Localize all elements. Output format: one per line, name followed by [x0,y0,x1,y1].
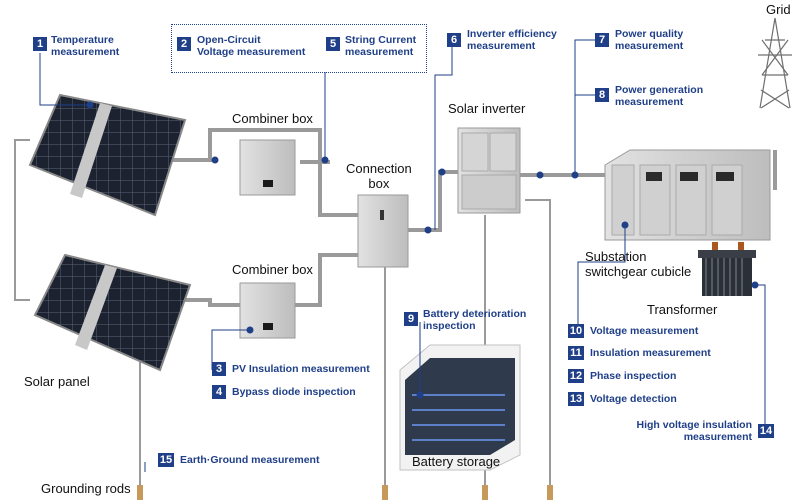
callout-text-5: String Current measurement [345,34,417,58]
power-cables [150,128,777,307]
callout-num-10: 10 [568,324,584,338]
callout-text-4: Bypass diode inspection [232,386,356,398]
label-solar-panel: Solar panel [24,374,90,389]
callout-num-15: 15 [158,453,174,467]
callout-text-6: Inverter efficiency measurement [467,28,557,52]
callout-num-3: 3 [212,362,226,376]
callout-num-11: 11 [568,346,584,360]
label-combiner-bottom: Combiner box [232,262,313,277]
callout-num-12: 12 [568,369,584,383]
callout-num-5: 5 [326,37,340,51]
label-inverter: Solar inverter [448,101,526,116]
label-substation: Substation switchgear cubicle [585,249,692,279]
substation-cubicle [604,149,771,241]
callout-text-8: Power generation measurement [615,84,704,108]
callout-text-15: Earth·Ground measurement [180,454,320,466]
label-grid: Grid [766,2,791,17]
battery-container [399,344,521,471]
combiner-box-top [239,139,296,196]
callout-num-14: 14 [758,424,774,438]
solar-panel-bottom [33,253,192,372]
solar-panel-top [28,93,187,217]
callout-text-2: Open-Circuit Voltage measurement [197,34,306,58]
callout-frame-2-5 [171,24,427,73]
callout-num-9: 9 [404,312,418,326]
label-grounding: Grounding rods [41,481,131,496]
callout-text-10: Voltage measurement [590,325,699,337]
grid-tower [758,17,792,109]
callout-num-7: 7 [595,33,609,47]
callout-text-1: Temperature measurement [51,34,120,58]
callout-num-6: 6 [447,33,461,47]
callout-num-4: 4 [212,385,226,399]
grounding-rod-stubs [137,485,553,500]
callout-text-7: Power quality measurement [615,28,684,52]
callout-num-13: 13 [568,392,584,406]
callout-num-2: 2 [177,37,191,51]
callout-text-12: Phase inspection [590,370,677,382]
label-battery: Battery storage [412,454,501,469]
callout-leaders [39,39,766,472]
callout-text-9: Battery deterioration inspection [423,308,527,332]
label-transformer: Transformer [647,302,718,317]
callout-text-3: PV Insulation measurement [232,363,370,375]
solar-inverter [457,127,521,214]
measurement-dots [86,101,759,399]
callout-num-1: 1 [33,37,47,51]
callout-num-8: 8 [595,88,609,102]
label-combiner-top: Combiner box [232,111,313,126]
transformer [698,242,756,296]
callout-text-11: Insulation measurement [590,347,711,359]
connection-box [357,194,409,268]
callout-text-13: Voltage detection [590,393,677,405]
label-connection-box: Connection box [346,161,412,191]
callout-text-14: High voltage insulation measurement [636,419,752,443]
